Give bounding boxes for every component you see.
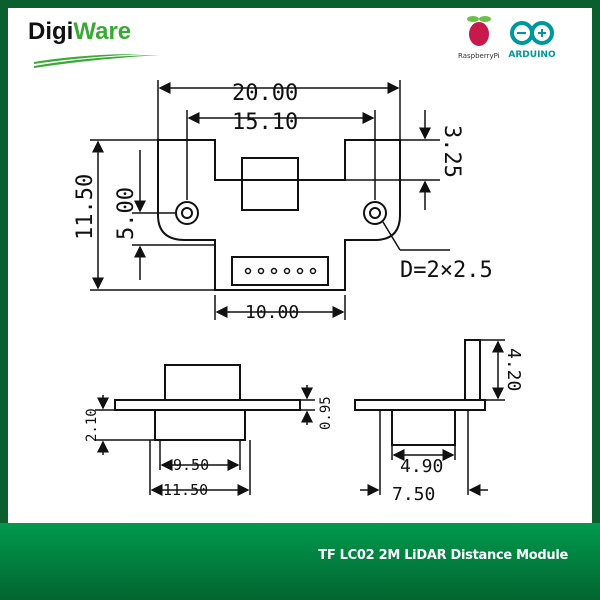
product-title: TF LC02 2M LiDAR Distance Module <box>318 548 568 563</box>
dim-end-height: 4.20 <box>503 348 524 391</box>
logo-text-digi: Digi <box>28 18 74 45</box>
raspberry-label: RaspberryPi <box>458 52 500 60</box>
arduino-label: ARDUINO <box>508 50 556 60</box>
raspberry-pi-logo: RaspberryPi <box>458 14 500 60</box>
dim-connector-width: 10.00 <box>245 302 299 323</box>
technical-drawing: 20.00 15.10 11.50 5.00 3.25 D=2×2.5 10.0… <box>73 80 524 505</box>
connector <box>231 256 329 286</box>
dim-end-lens: 4.90 <box>400 456 443 477</box>
logo-swoosh-icon <box>34 54 160 68</box>
digiware-logo: DigiWare <box>28 18 131 46</box>
dim-base-width: 11.50 <box>163 481 208 499</box>
side-view-plate <box>114 399 301 411</box>
sensor-window <box>241 157 299 211</box>
connector-pins <box>244 267 317 275</box>
dim-plate-thickness: 0.95 <box>318 396 334 430</box>
end-view-plate <box>354 399 486 411</box>
dim-height-total: 11.50 <box>73 174 98 240</box>
dim-end-width: 7.50 <box>392 484 435 505</box>
raspberry-icon <box>466 16 491 46</box>
logo-text-ware: Ware <box>73 18 132 45</box>
mount-hole-left <box>175 201 199 225</box>
dim-tab-height: 3.25 <box>439 125 464 178</box>
arduino-logo: ARDUINO <box>508 20 556 60</box>
dim-width-total: 20.00 <box>232 81 298 106</box>
dim-hole-diameter: D=2×2.5 <box>400 258 493 283</box>
title-band: TF LC02 2M LiDAR Distance Module <box>0 523 600 600</box>
module-outline <box>157 139 401 291</box>
dim-hole-offset: 5.00 <box>114 187 139 240</box>
mount-hole-right <box>363 201 387 225</box>
arduino-infinity-icon <box>510 21 554 45</box>
dim-hole-spacing: 15.10 <box>232 110 298 135</box>
dim-side-thickness: 2.10 <box>84 408 100 442</box>
dim-lens-width: 9.50 <box>173 456 209 474</box>
